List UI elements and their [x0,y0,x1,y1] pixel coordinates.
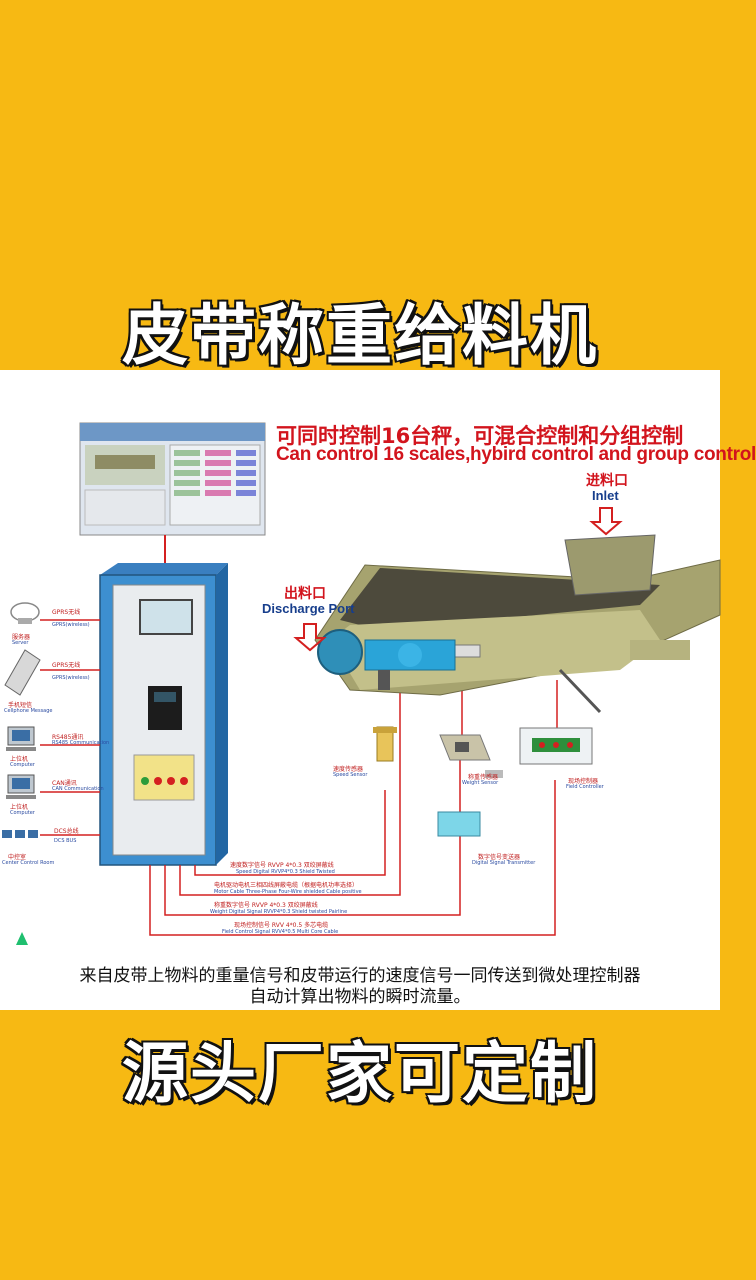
device-3-link-en: CAN Communication [52,786,104,792]
cable-lines [149,680,558,936]
device-1-link: GPRS无线 [52,662,81,669]
cable-3-label: 现场控制信号 RVV 4*0.5 多芯电缆 [234,922,329,929]
discharge-arrow-icon [293,623,327,652]
device-1-link-en: GPRS(wireless) [52,675,90,681]
device-4-link: DCS总线 [54,828,79,835]
drive-motor [317,629,456,690]
speed-sensor-label: 速度传感器 [333,766,364,773]
control-room-icon [2,830,38,838]
cable-3-label-en: Field Control Signal RVV4*0.5 Multi Core… [222,929,339,935]
diagram-header-en: Can control 16 scales,hybird control and… [276,444,756,465]
discharge-label-en: Discharge Port [262,601,355,616]
inlet-arrow-icon [589,507,623,536]
field-controller [519,727,593,765]
computer-icon-can [6,774,36,799]
cable-0-label: 速度数字信号 RVVP 4*0.3 双绞屏蔽线 [230,862,334,869]
belt-feeder-machine [314,534,721,714]
system-diagram [2,422,721,945]
discharge-label-cn: 出料口 [284,586,326,602]
inlet-label-en: Inlet [592,488,619,503]
field-controller-label-en: Field Controller [566,784,604,790]
diagram-panel: 可同时控制16台秤，可混合控制和分组控制 Can control 16 scal… [0,370,756,1010]
cable-1-label: 电机驱动电机三相四线屏蔽电缆（根据电机功率选择） [214,882,359,889]
digital-transmitter-label: 数字信号变送器 [478,854,521,861]
inlet-label-cn: 进料口 [586,473,628,489]
cable-1-label-en: Motor Cable Three-Phase Four-Wire shield… [214,889,362,895]
device-4-name-en: Center Control Room [2,860,55,866]
diagram-header-cn: 可同时控制16台秤，可混合控制和分组控制 [276,424,684,448]
speed-sensor-label-en: Speed Sensor [333,772,368,778]
device-0-link-en: GPRS(wireless) [52,622,90,628]
device-1-name: 手机短信 [8,702,33,709]
weight-sensor-label-en: Weight Sensor [462,780,499,786]
weight-sensor-label: 称重传感器 [468,774,499,781]
device-2-link: RS485通讯 [52,734,84,741]
computer-icon-rs485 [6,726,36,751]
software-screen [79,422,266,536]
cable-2-label: 称重数字信号 RVVP 4*0.3 双绞屏蔽线 [214,902,318,909]
digital-transmitter [437,811,481,837]
cable-2-label-en: Weight Digital Signal RVVP4*0.3 Shield t… [210,909,348,915]
caption: 来自皮带上物料的重量信号和皮带运行的速度信号一同传送到微处理控制器 自动计算出物… [0,966,720,1008]
caption-line-1: 来自皮带上物料的重量信号和皮带运行的速度信号一同传送到微处理控制器 [79,966,641,986]
logo-icon [16,932,28,945]
device-3-name: 上位机 [10,804,29,811]
weight-sensor [439,734,503,778]
device-4-link-en: DCS BUS [54,838,77,844]
speed-sensor [373,726,397,762]
server-icon [10,602,40,624]
device-1-name-en: Cellphone Message [4,708,53,714]
bottom-title: 源头厂家可定制 [121,1034,598,1114]
device-2-link-en: RS485 Communication [52,740,110,746]
device-4-name: 中控室 [8,854,27,861]
page-title: 皮带称重给料机 [121,296,598,376]
field-controller-label: 现场控制器 [568,778,599,785]
cable-0-label-en: Speed Digital RVVP4*0.3 Shield Twisted [236,869,335,875]
device-3-name-en: Computer [10,810,35,816]
device-2-name: 上位机 [10,756,29,763]
cellphone-icon [4,649,41,696]
device-0-name: 服务器 [12,634,31,641]
device-2-name-en: Computer [10,762,35,768]
device-3-link: CAN通讯 [52,780,77,787]
caption-line-2: 自动计算出物料的瞬时流量。 [249,987,471,1007]
left-device-lines [40,619,100,836]
device-0-name-en: Server [12,640,29,646]
device-0-link: GPRS无线 [52,609,81,616]
control-cabinet [99,563,228,866]
digital-transmitter-label-en: Digital Signal Transmitter [472,860,536,866]
